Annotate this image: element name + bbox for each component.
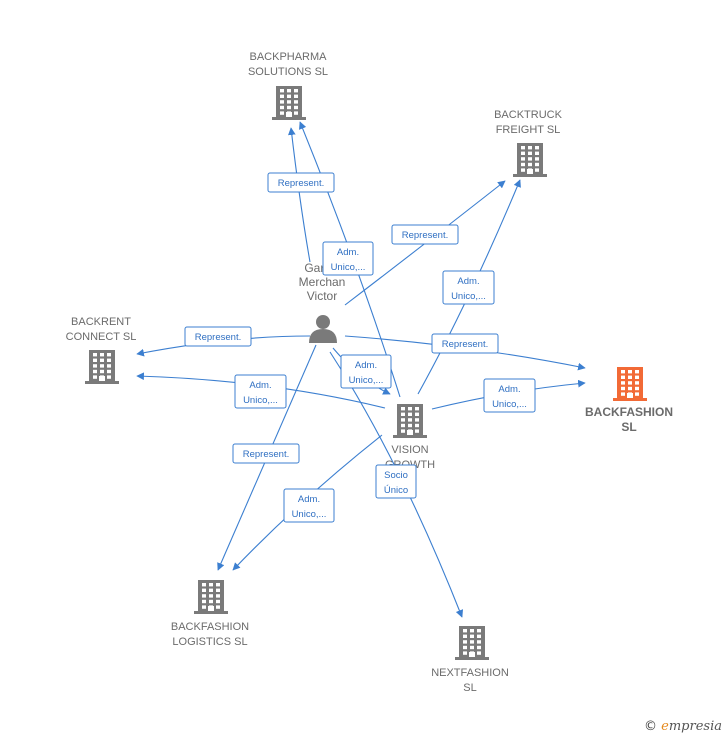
edge-label-text: Adm. — [337, 247, 359, 258]
edge-label-box — [283, 488, 335, 523]
node-label: SL — [463, 682, 476, 694]
node-label: CONNECT SL — [66, 331, 137, 343]
edge-label-text: Unico,... — [492, 399, 527, 410]
node-label: SL — [621, 420, 636, 434]
copyright-symbol: © — [644, 719, 658, 734]
node-label: Merchan — [299, 275, 346, 289]
edge-label-text: Adm. — [355, 360, 377, 371]
brand-name: mpresia — [668, 719, 722, 734]
edge-label-box — [442, 270, 495, 305]
edge-person-to-backpharma — [287, 127, 311, 263]
edge-label-box — [267, 172, 335, 193]
edge-label-text: Unico,... — [243, 395, 278, 406]
edge-label[interactable]: Represent. — [267, 172, 335, 193]
node-label: BACKFASHION — [171, 621, 249, 633]
node-nextfashion[interactable]: NEXTFASHION SL — [431, 626, 509, 694]
edge-label-box — [375, 464, 417, 499]
building-icon — [393, 404, 427, 438]
edge-label[interactable]: Adm. Unico,... — [442, 270, 495, 305]
edge-label-text: Adm. — [249, 380, 271, 391]
edge-label-text: Único — [384, 485, 408, 496]
edge-label[interactable]: Represent. — [184, 326, 252, 347]
edge-label[interactable]: Represent. — [391, 224, 459, 245]
edge-label-box — [483, 378, 536, 413]
node-label: BACKPHARMA — [249, 51, 327, 63]
edge-label-text: Socio — [384, 470, 408, 481]
edge-labels-layer: Represent. Adm. Unico,... Represent. Adm. Uni… — [184, 172, 536, 523]
footer-brand[interactable]: © empresia — [644, 719, 722, 734]
building-icon — [513, 143, 547, 177]
node-logistics[interactable]: BACKFASHION LOGISTICS SL — [171, 580, 249, 648]
edge-label[interactable]: Adm. Unico,... — [283, 488, 335, 523]
node-label: BACKTRUCK — [494, 109, 563, 121]
edge-label[interactable]: Adm. Unico,... — [234, 374, 287, 409]
edge-label-text: Adm. — [498, 384, 520, 395]
building-icon — [455, 626, 489, 660]
node-backtruck[interactable]: BACKTRUCK FREIGHT SL — [494, 109, 563, 177]
node-label: VISION — [391, 444, 428, 456]
node-label: FREIGHT SL — [496, 124, 561, 136]
edge-label[interactable]: Adm. Unico,... — [340, 354, 392, 389]
edge-label-text: Represent. — [278, 178, 324, 189]
node-backpharma[interactable]: BACKPHARMA SOLUTIONS SL — [248, 51, 328, 120]
edge-label-box — [184, 326, 252, 347]
edge-label-text: Unico,... — [331, 262, 366, 273]
node-label: SOLUTIONS SL — [248, 66, 328, 78]
node-label: LOGISTICS SL — [172, 636, 247, 648]
edge-label[interactable]: Adm. Unico,... — [483, 378, 536, 413]
edge-label-box — [322, 241, 374, 276]
edge-label-text: Adm. — [457, 276, 479, 287]
edge-label-text: Represent. — [195, 332, 241, 343]
edge-label-text: Unico,... — [451, 291, 486, 302]
edge-label-box — [340, 354, 392, 389]
edge-label-box — [234, 374, 287, 409]
brand-initial: e — [661, 719, 669, 734]
edge-label-box — [232, 443, 300, 464]
edge-label[interactable]: Adm. Unico,... — [322, 241, 374, 276]
edge-label-text: Unico,... — [292, 509, 327, 520]
edge-label-text: Represent. — [442, 339, 488, 350]
node-label: NEXTFASHION — [431, 667, 509, 679]
node-label: BACKFASHION — [585, 405, 673, 419]
person-icon — [309, 315, 337, 343]
edge-label-text: Adm. — [298, 494, 320, 505]
nodes-layer: BACKPHARMA SOLUTIONS SL BACKTRUCK FREIGHT S… — [66, 51, 673, 694]
building-icon — [194, 580, 228, 614]
node-backrent[interactable]: BACKRENT CONNECT SL — [66, 316, 137, 384]
node-label: Victor — [307, 289, 337, 303]
edge-label-text: Represent. — [243, 449, 289, 460]
edge-label-text: Unico,... — [349, 375, 384, 386]
edge-label-box — [391, 224, 459, 245]
building-icon — [613, 367, 647, 401]
node-label: BACKRENT — [71, 316, 131, 328]
building-icon — [272, 86, 306, 120]
edge-label[interactable]: Represent. — [431, 333, 499, 354]
building-icon — [85, 350, 119, 384]
edge-label-text: Represent. — [402, 230, 448, 241]
edge-label[interactable]: Represent. — [232, 443, 300, 464]
edge-label-box — [431, 333, 499, 354]
